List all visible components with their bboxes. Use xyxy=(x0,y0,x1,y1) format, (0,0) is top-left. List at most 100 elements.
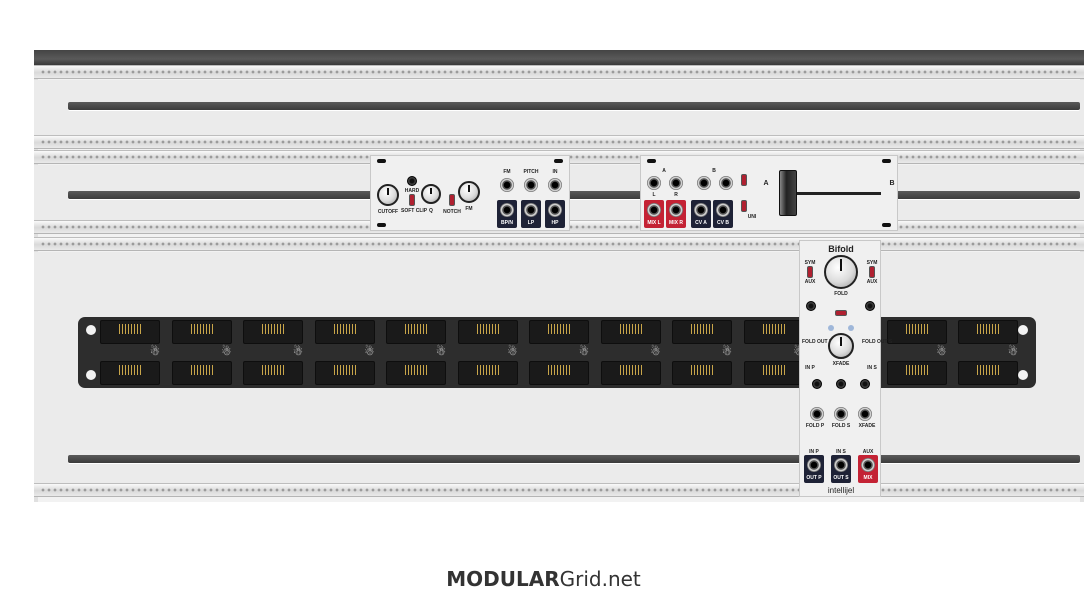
rail-row3-top xyxy=(34,237,1084,251)
in-label: IN xyxy=(552,169,558,175)
out-p-label: OUT P xyxy=(806,475,822,481)
cv-b-jack[interactable] xyxy=(716,203,730,217)
fold-p-cv-jack[interactable] xyxy=(810,407,824,421)
xfade-cv-jack[interactable] xyxy=(858,407,872,421)
out-s-label: OUT S xyxy=(833,475,849,481)
sym-left-toggle[interactable] xyxy=(807,266,813,278)
lp-output-jack[interactable] xyxy=(524,203,538,217)
sym-right-toggle[interactable] xyxy=(869,266,875,278)
attenuator-s-trim[interactable] xyxy=(836,379,846,389)
sym-right-label: SYM xyxy=(866,260,878,266)
mix-r-output-jack[interactable] xyxy=(669,203,683,217)
out-s-jack[interactable] xyxy=(834,458,848,472)
crossfader-handle[interactable] xyxy=(779,170,797,216)
bpn-output-jack[interactable] xyxy=(500,203,514,217)
fm-knob[interactable] xyxy=(458,181,480,203)
mount-screw xyxy=(882,223,891,227)
out-p-jack[interactable] xyxy=(807,458,821,472)
power-header-connector xyxy=(672,361,732,385)
bpn-output[interactable]: BP/N xyxy=(497,200,517,228)
brand-regular: Grid.net xyxy=(559,567,641,591)
in-s-mid-label: IN S xyxy=(867,365,877,371)
power-header-connector xyxy=(243,320,303,344)
fold-p-trim[interactable] xyxy=(806,301,816,311)
fold-p-label: FOLD P xyxy=(805,423,825,429)
mode-toggle[interactable] xyxy=(741,174,747,186)
q-knob[interactable] xyxy=(421,184,441,204)
xfade-knob[interactable] xyxy=(828,333,854,359)
cutoff-knob[interactable] xyxy=(377,184,399,206)
phase-toggle[interactable] xyxy=(835,310,847,316)
attenuator-xfade-trim[interactable] xyxy=(860,379,870,389)
bus-logo-icon: ☃ xyxy=(1008,346,1018,358)
input-b-left-jack[interactable] xyxy=(697,176,711,190)
rail-slot xyxy=(68,102,1080,110)
fader-track xyxy=(781,192,881,195)
crossfader-module: A B L R MIX L MIX R CV A CV B UNI A B xyxy=(640,155,898,231)
mix-jack[interactable] xyxy=(861,458,875,472)
input-b-right-jack[interactable] xyxy=(719,176,733,190)
hp-label: HP xyxy=(551,220,559,226)
power-header-connector xyxy=(457,361,518,385)
audio-input-jack[interactable] xyxy=(548,178,562,192)
in-p-mid-label: IN P xyxy=(805,365,815,371)
bpn-label: BP/N xyxy=(501,220,513,226)
group-a-label: A xyxy=(662,168,666,174)
bus-logo-icon: ☃ xyxy=(293,346,303,358)
notch-label: NOTCH xyxy=(443,209,461,215)
mix-r-output[interactable]: MIX R xyxy=(666,200,686,228)
fm-input-jack[interactable] xyxy=(500,178,514,192)
cv-a-input[interactable]: CV A xyxy=(691,200,711,228)
fold-out-s-label: FOLD OUT S xyxy=(862,339,893,345)
power-header-connector xyxy=(958,320,1018,344)
power-header-connector xyxy=(529,361,589,385)
fold-knob[interactable] xyxy=(824,255,858,289)
status-led xyxy=(848,325,854,331)
rail-row3-bottom xyxy=(34,483,1084,497)
trim-knob[interactable] xyxy=(407,176,417,186)
in-p-label: IN P xyxy=(809,449,819,455)
power-header-connector xyxy=(743,320,804,344)
soft-clip-toggle[interactable] xyxy=(409,194,415,206)
pitch-input-jack[interactable] xyxy=(524,178,538,192)
power-header-connector xyxy=(600,320,661,344)
mount-hole xyxy=(86,325,96,335)
fold-label: FOLD xyxy=(834,291,848,297)
lp-output[interactable]: LP xyxy=(521,200,541,228)
brand-bold: MODULAR xyxy=(446,567,560,591)
uni-toggle[interactable] xyxy=(741,200,747,212)
aux-left-label: AUX xyxy=(804,279,816,285)
pitch-label: PITCH xyxy=(523,169,539,175)
eurorack-case xyxy=(34,50,1084,502)
mount-hole xyxy=(86,370,96,380)
hp-output-jack[interactable] xyxy=(548,203,562,217)
group-b-label: B xyxy=(712,168,716,174)
cv-b-input[interactable]: CV B xyxy=(713,200,733,228)
power-bus-board: ☃☃☃☃☃☃☃☃☃☃☃☃☃ xyxy=(78,317,1036,388)
rail-slot xyxy=(68,191,1080,199)
fold-s-cv-jack[interactable] xyxy=(834,407,848,421)
case-lid xyxy=(34,50,1084,65)
notch-toggle[interactable] xyxy=(449,194,455,206)
l-label: L xyxy=(652,192,656,198)
cv-b-label: CV B xyxy=(717,220,729,226)
power-header-connector xyxy=(243,361,303,385)
bus-logo-icon: ☃ xyxy=(364,346,375,358)
mix-l-output[interactable]: MIX L xyxy=(644,200,664,228)
input-a-left-jack[interactable] xyxy=(647,176,661,190)
bus-logo-icon: ☃ xyxy=(794,345,804,358)
brand-label: intellijel xyxy=(827,486,855,495)
power-header-connector xyxy=(529,320,589,344)
xfade-cv-label: XFADE xyxy=(858,423,876,429)
hp-output[interactable]: HP xyxy=(545,200,565,228)
cv-a-jack[interactable] xyxy=(694,203,708,217)
input-a-right-jack[interactable] xyxy=(669,176,683,190)
fold-s-label: FOLD S xyxy=(831,423,851,429)
out-p-output[interactable]: OUT P xyxy=(804,455,824,483)
mix-l-output-jack[interactable] xyxy=(647,203,661,217)
mix-output[interactable]: MIX xyxy=(858,455,878,483)
soft-clip-label: SOFT CLIP xyxy=(401,208,428,214)
fold-s-trim[interactable] xyxy=(865,301,875,311)
attenuator-p-trim[interactable] xyxy=(812,379,822,389)
out-s-output[interactable]: OUT S xyxy=(831,455,851,483)
